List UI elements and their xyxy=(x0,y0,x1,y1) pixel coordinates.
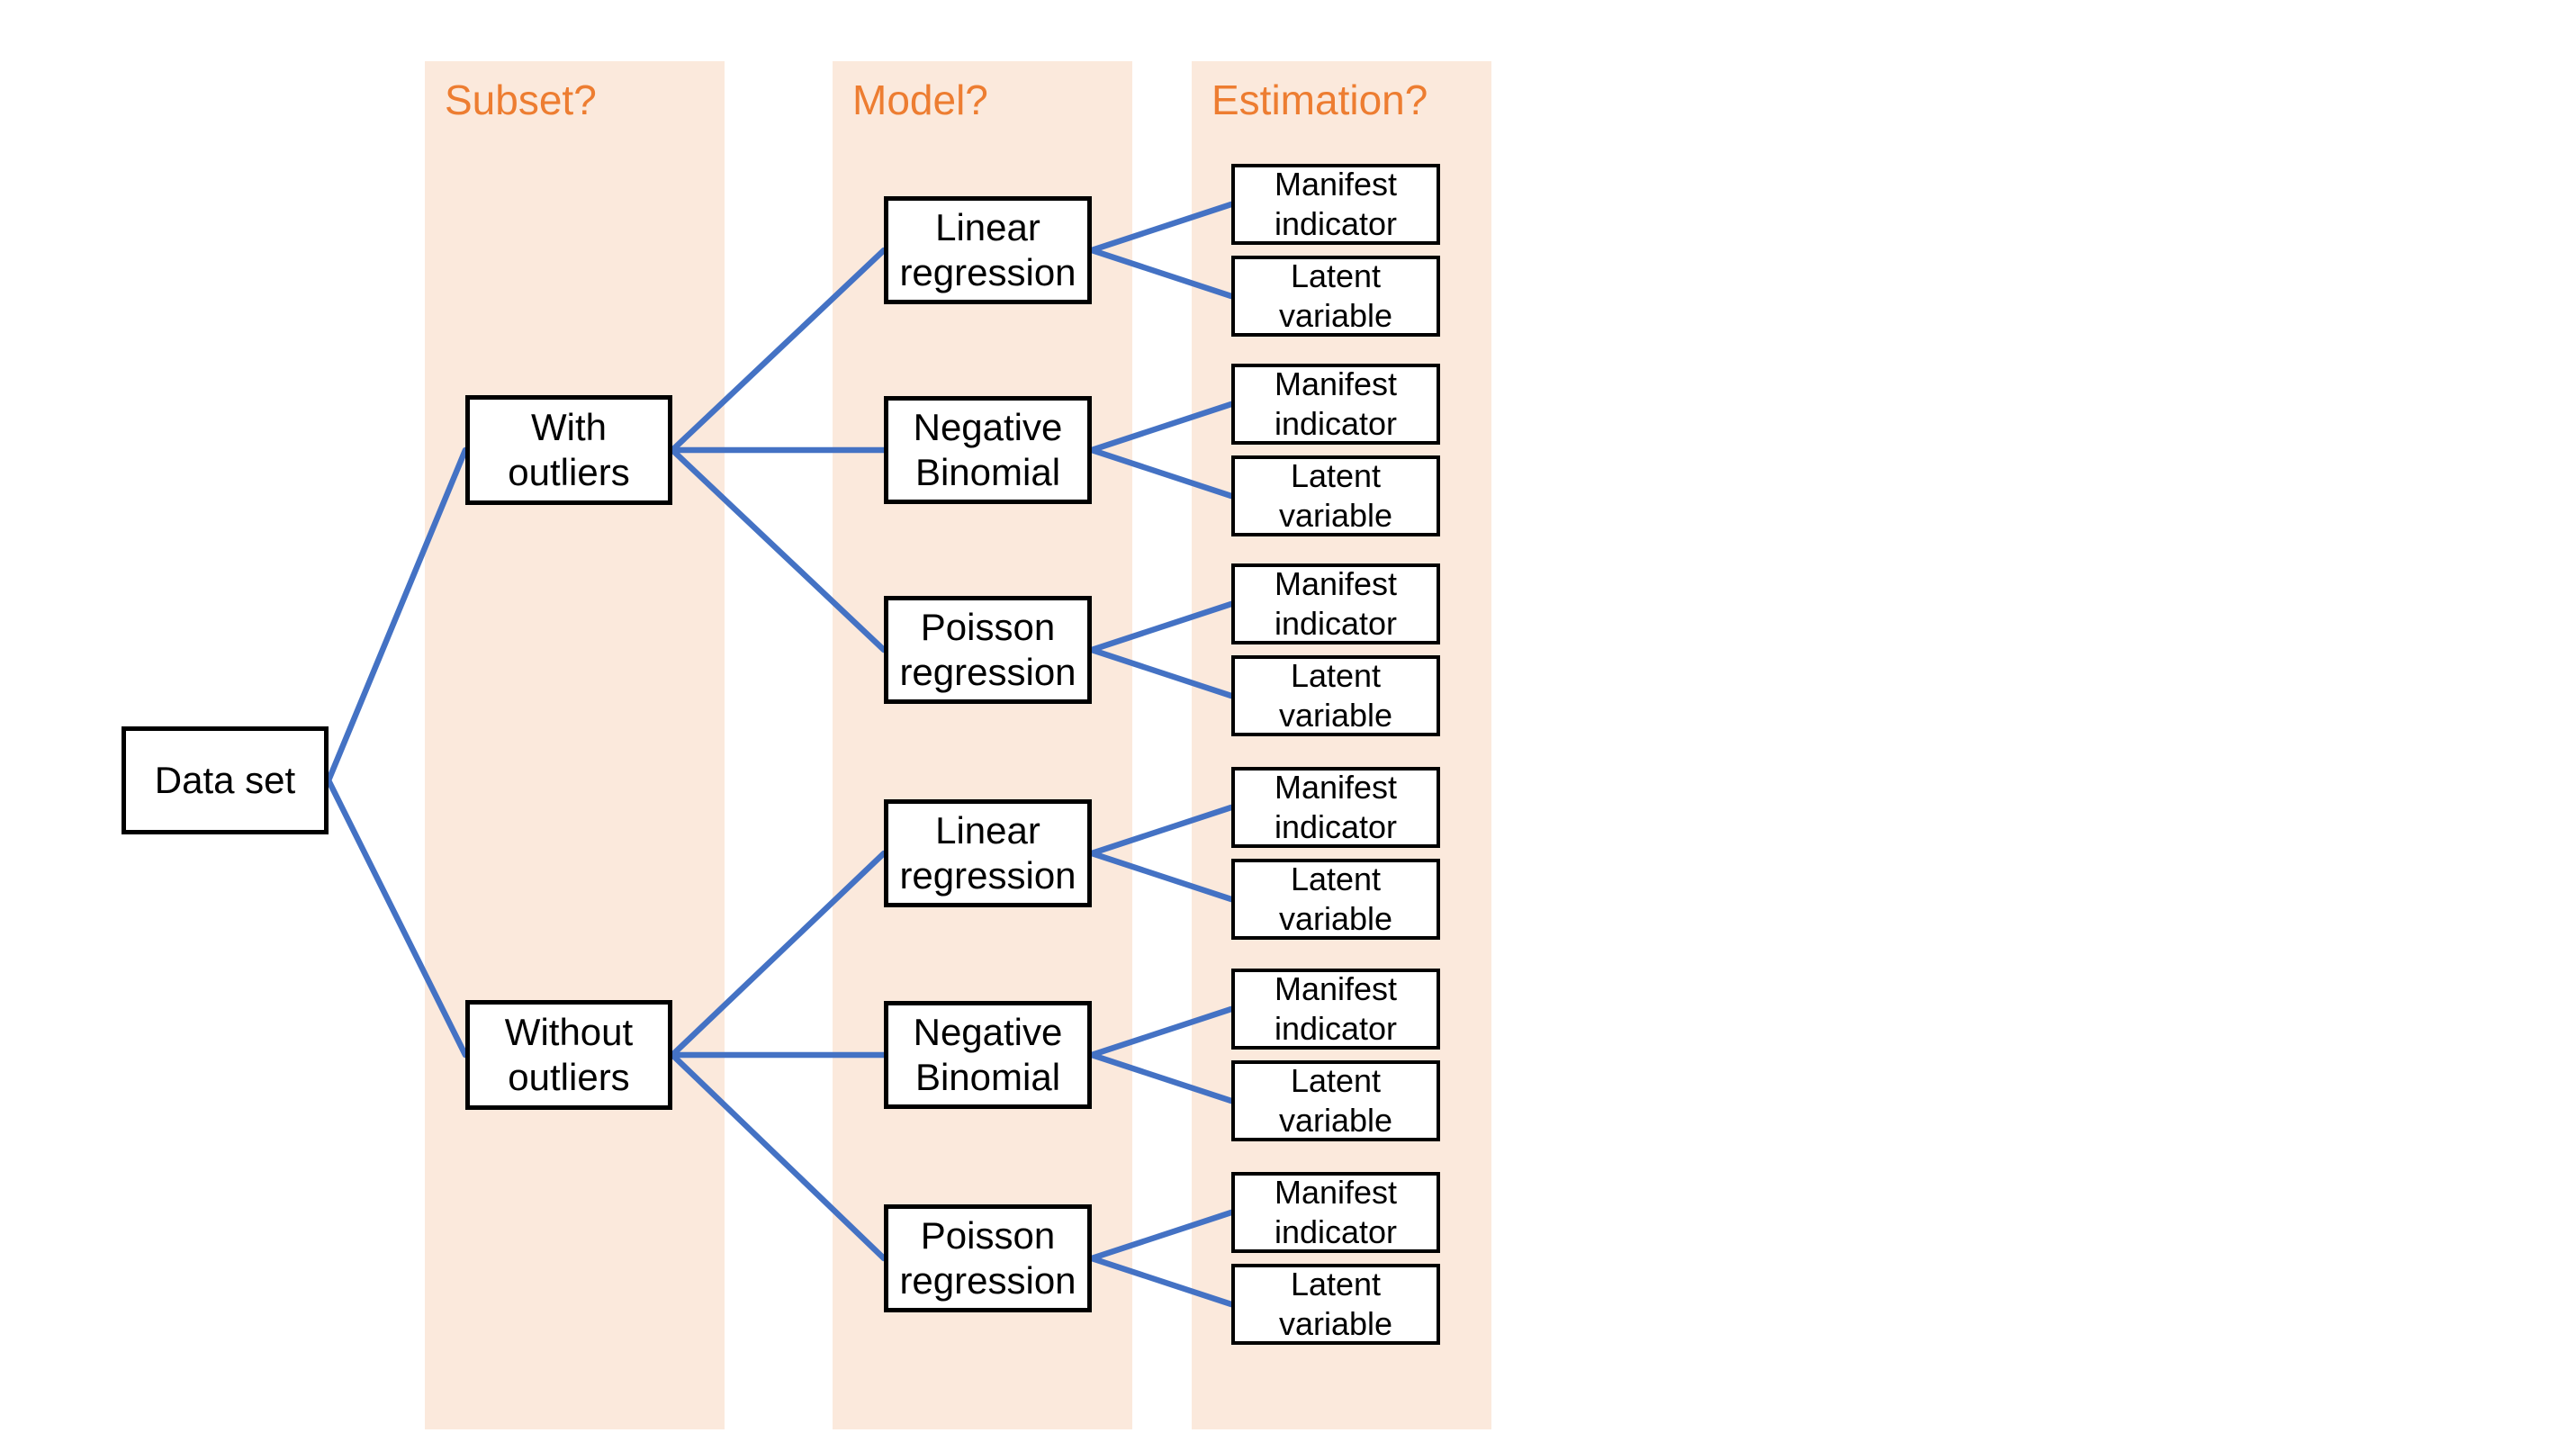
subset-column-band: Subset? xyxy=(425,61,725,1429)
subset-column-header: Subset? xyxy=(445,77,597,123)
model-column-header: Model? xyxy=(852,77,988,123)
edge-negbin1-manifest xyxy=(1088,401,1235,454)
node-manifest-indicator-5: Manifest indicator xyxy=(1231,969,1440,1050)
node-negative-binomial-2: Negative Binomial xyxy=(884,1001,1092,1109)
node-manifest-indicator-1: Manifest indicator xyxy=(1231,164,1440,245)
node-latent-variable-6: Latent variable xyxy=(1231,1264,1440,1345)
node-latent-variable-2: Latent variable xyxy=(1231,455,1440,536)
edge-negbin2-manifest xyxy=(1088,1005,1235,1059)
node-negative-binomial-1: Negative Binomial xyxy=(884,396,1092,504)
edge-dataset-without-outliers xyxy=(325,777,469,1059)
node-latent-variable-3: Latent variable xyxy=(1231,655,1440,736)
node-without-outliers: Without outliers xyxy=(465,1000,672,1110)
edge-negbin1-latent xyxy=(1088,446,1235,500)
node-linear-regression-1: Linear regression xyxy=(884,196,1092,304)
edge-with-poisson xyxy=(669,446,887,653)
node-manifest-indicator-6: Manifest indicator xyxy=(1231,1172,1440,1253)
edge-linear2-manifest xyxy=(1088,804,1235,857)
edge-poisson2-latent xyxy=(1088,1255,1235,1308)
edge-with-linear xyxy=(669,247,887,454)
node-latent-variable-5: Latent variable xyxy=(1231,1060,1440,1141)
node-manifest-indicator-2: Manifest indicator xyxy=(1231,364,1440,445)
edge-without-poisson xyxy=(669,1051,887,1262)
edge-negbin2-latent xyxy=(1088,1051,1235,1104)
estimation-column-header: Estimation? xyxy=(1211,77,1428,123)
node-manifest-indicator-4: Manifest indicator xyxy=(1231,767,1440,848)
edge-poisson1-latent xyxy=(1088,646,1235,699)
edge-linear1-manifest xyxy=(1088,201,1235,254)
node-with-outliers: With outliers xyxy=(465,395,672,505)
edge-poisson2-manifest xyxy=(1088,1209,1235,1262)
node-poisson-regression-2: Poisson regression xyxy=(884,1204,1092,1312)
node-manifest-indicator-3: Manifest indicator xyxy=(1231,563,1440,644)
edge-poisson1-manifest xyxy=(1088,600,1235,653)
node-latent-variable-4: Latent variable xyxy=(1231,859,1440,940)
node-linear-regression-2: Linear regression xyxy=(884,799,1092,907)
edge-without-linear xyxy=(669,850,887,1059)
node-latent-variable-1: Latent variable xyxy=(1231,256,1440,337)
edge-dataset-with-outliers xyxy=(325,446,469,784)
node-poisson-regression-1: Poisson regression xyxy=(884,596,1092,704)
node-data-set: Data set xyxy=(122,726,329,834)
edge-linear2-latent xyxy=(1088,850,1235,903)
edge-linear1-latent xyxy=(1088,247,1235,300)
